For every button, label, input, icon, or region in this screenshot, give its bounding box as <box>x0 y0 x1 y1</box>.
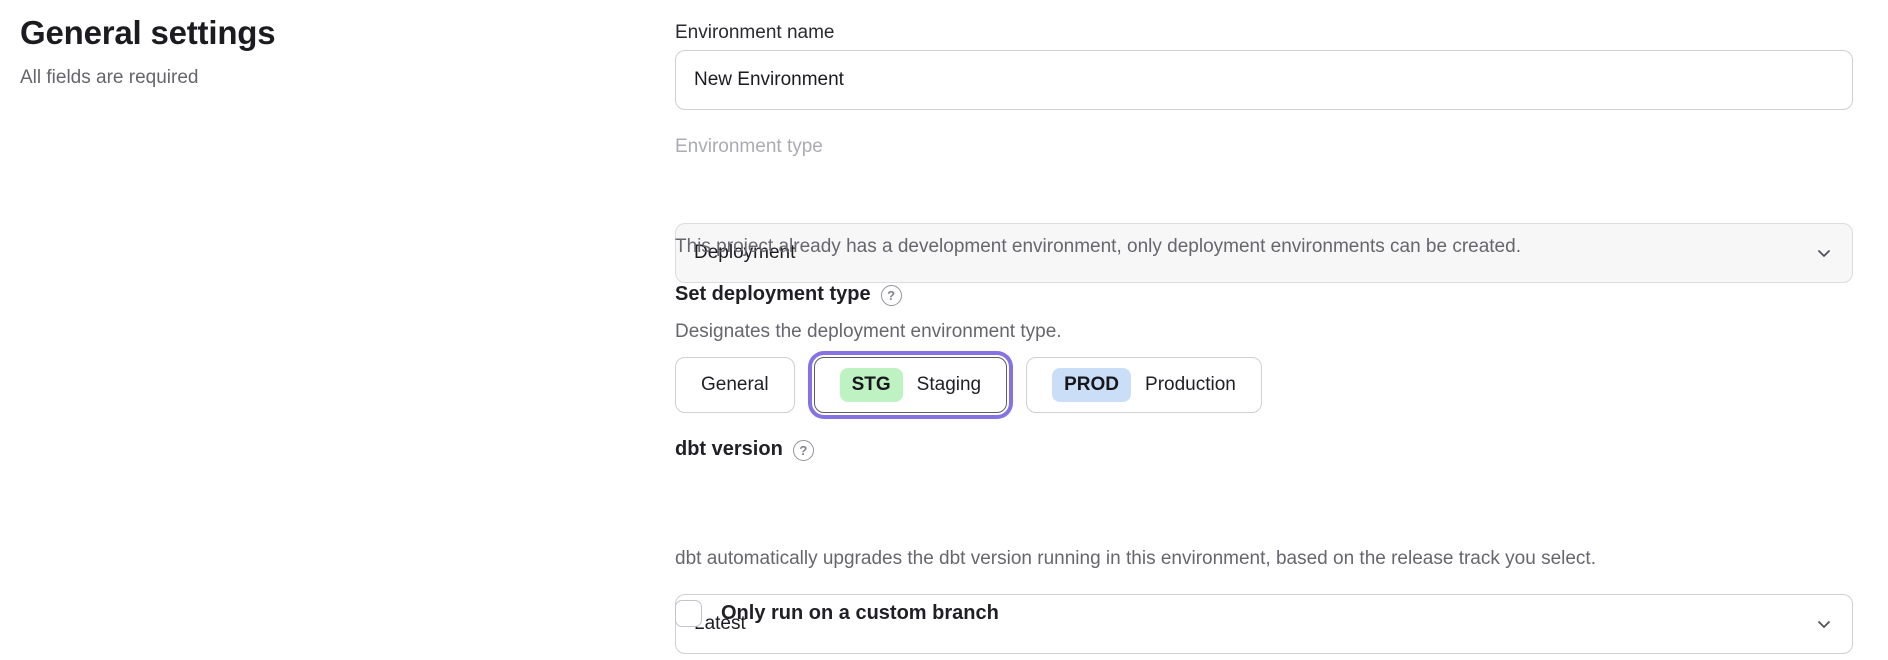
deployment-type-production-button[interactable]: PROD Production <box>1026 357 1262 413</box>
custom-branch-label: Only run on a custom branch <box>721 602 999 625</box>
custom-branch-checkbox[interactable] <box>675 600 702 627</box>
general-option-label: General <box>701 374 769 396</box>
page-subtitle: All fields are required <box>20 67 580 89</box>
deployment-type-helper: Designates the deployment environment ty… <box>675 321 1853 343</box>
dbt-version-heading: dbt version ? <box>675 438 1853 461</box>
settings-header: General settings All fields are required <box>20 14 580 89</box>
help-icon[interactable]: ? <box>881 285 902 306</box>
production-option-label: Production <box>1145 374 1236 396</box>
page-title: General settings <box>20 14 580 52</box>
environment-type-label: Environment type <box>675 136 1853 158</box>
staging-option-label: Staging <box>917 374 981 396</box>
custom-branch-row: Only run on a custom branch <box>675 600 1853 627</box>
deployment-type-options: General STG Staging PROD Production <box>675 357 1853 413</box>
environment-type-helper: This project already has a development e… <box>675 236 1853 258</box>
production-badge: PROD <box>1052 368 1131 402</box>
dbt-version-helper: dbt automatically upgrades the dbt versi… <box>675 548 1853 570</box>
help-icon[interactable]: ? <box>793 440 814 461</box>
general-settings-form: Environment name Environment type Deploy… <box>675 0 1853 660</box>
deployment-type-heading: Set deployment type ? <box>675 283 1853 306</box>
dbt-version-label: dbt version <box>675 438 783 461</box>
environment-name-input[interactable] <box>675 50 1853 110</box>
deployment-type-staging-button[interactable]: STG Staging <box>814 357 1008 413</box>
deployment-type-label: Set deployment type <box>675 283 871 306</box>
staging-badge: STG <box>840 368 903 402</box>
environment-name-label: Environment name <box>675 22 1853 44</box>
deployment-type-general-button[interactable]: General <box>675 357 795 413</box>
